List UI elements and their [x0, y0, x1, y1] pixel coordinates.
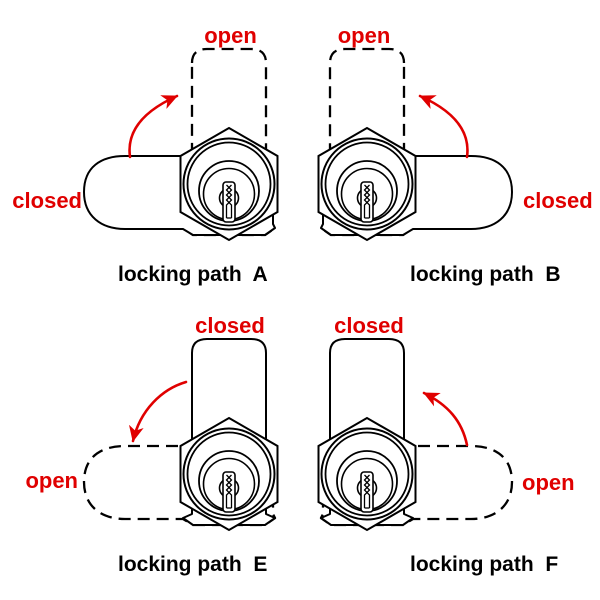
lock-unit-b: [317, 47, 513, 241]
open-label-f: open: [522, 470, 575, 495]
closed-label-a: closed: [12, 188, 82, 213]
caption-f: locking path F: [410, 553, 559, 576]
caption-a: locking path A: [118, 263, 268, 286]
lock-unit-f: [317, 338, 514, 531]
lock-unit-a: [83, 47, 279, 241]
caption-e: locking path E: [118, 553, 268, 576]
open-label-e: open: [25, 468, 78, 493]
closed-label-f: closed: [334, 313, 404, 338]
closed-label-b: closed: [523, 188, 593, 213]
open-label-a: open: [204, 23, 257, 48]
rotation-arrow-f: [422, 391, 469, 447]
closed-label-e: closed: [195, 313, 265, 338]
rotation-arrow-b: [418, 94, 469, 159]
lock-unit-e: [82, 338, 279, 531]
rotation-arrow-a: [128, 94, 179, 159]
rotation-arrow-e: [128, 380, 188, 443]
open-label-b: open: [337, 23, 391, 48]
caption-b: locking path B: [410, 263, 561, 286]
